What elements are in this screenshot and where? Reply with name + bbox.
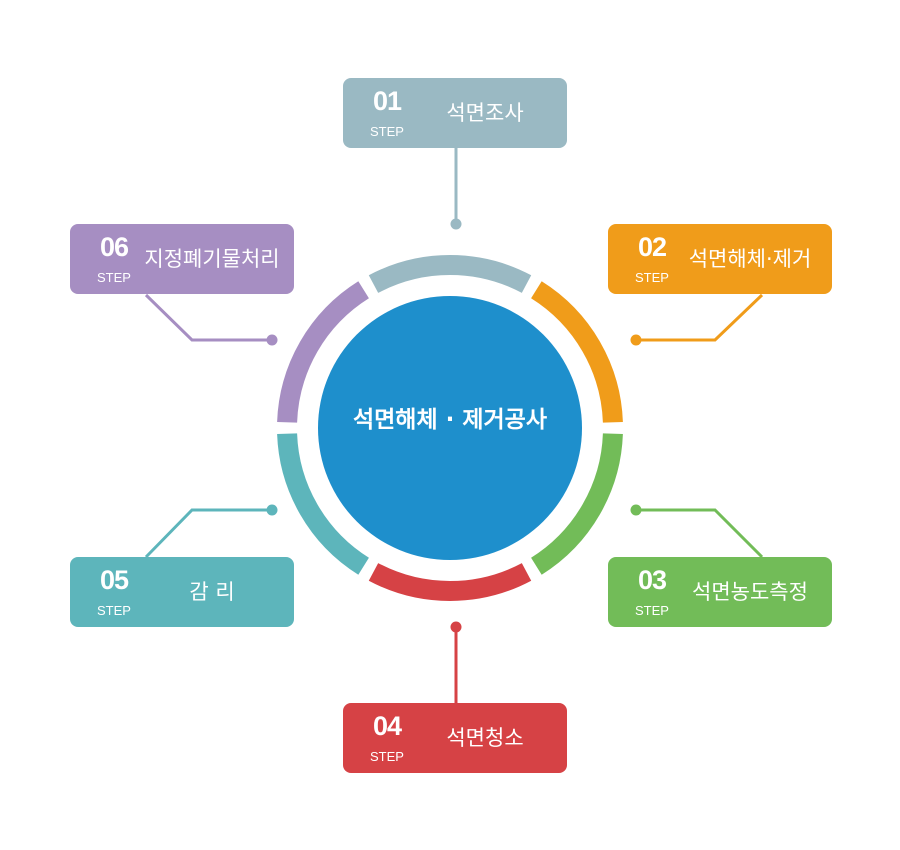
center-title: 석면해체 · 제거공사: [352, 407, 548, 433]
step-label: 감 리: [189, 580, 235, 604]
step-box-02: 02 STEP 석면해체·제거: [608, 224, 832, 294]
step-caption: STEP: [370, 749, 404, 764]
ring-segment-02: [530, 281, 623, 423]
step-number: 05: [99, 565, 129, 595]
step-label: 지정폐기물처리: [144, 247, 280, 271]
step-box-04: 04 STEP 석면청소: [343, 703, 567, 773]
connector-dot-03: [630, 504, 642, 516]
connector-line-02: [636, 293, 764, 342]
connector-dot-02: [630, 334, 642, 346]
connector-dot-04: [450, 621, 462, 633]
step-label: 석면청소: [446, 726, 524, 750]
connector-dot-05: [266, 504, 278, 516]
step-box-05: 05 STEP 감 리: [70, 557, 294, 627]
ring-segment-03: [530, 433, 623, 575]
step-caption: STEP: [635, 603, 669, 618]
connector-line-05: [144, 508, 272, 559]
step-caption: STEP: [97, 603, 131, 618]
step-number: 03: [637, 565, 667, 595]
ring-segment-05: [277, 433, 370, 575]
step-caption: STEP: [635, 270, 669, 285]
connector-line-06: [144, 293, 272, 342]
step-number: 06: [99, 232, 129, 262]
step-number: 04: [372, 711, 402, 741]
step-number: 01: [372, 86, 402, 116]
connector-dot-01: [450, 218, 462, 230]
step-box-03: 03 STEP 석면농도측정: [608, 557, 832, 627]
step-caption: STEP: [370, 124, 404, 139]
step-label: 석면농도측정: [692, 580, 808, 604]
step-caption: STEP: [97, 270, 131, 285]
ring-segment-06: [277, 281, 370, 423]
step-number: 02: [637, 232, 667, 262]
step-label: 석면해체·제거: [688, 247, 812, 271]
connector-dot-06: [266, 334, 278, 346]
step-box-06: 06 STEP 지정폐기물처리: [70, 224, 294, 294]
step-box-01: 01 STEP 석면조사: [343, 78, 567, 148]
ring-segment-01: [368, 255, 532, 293]
center-circle: [318, 296, 582, 560]
ring-segment-04: [368, 563, 532, 601]
connector-line-03: [636, 508, 764, 559]
step-label: 석면조사: [446, 101, 524, 125]
